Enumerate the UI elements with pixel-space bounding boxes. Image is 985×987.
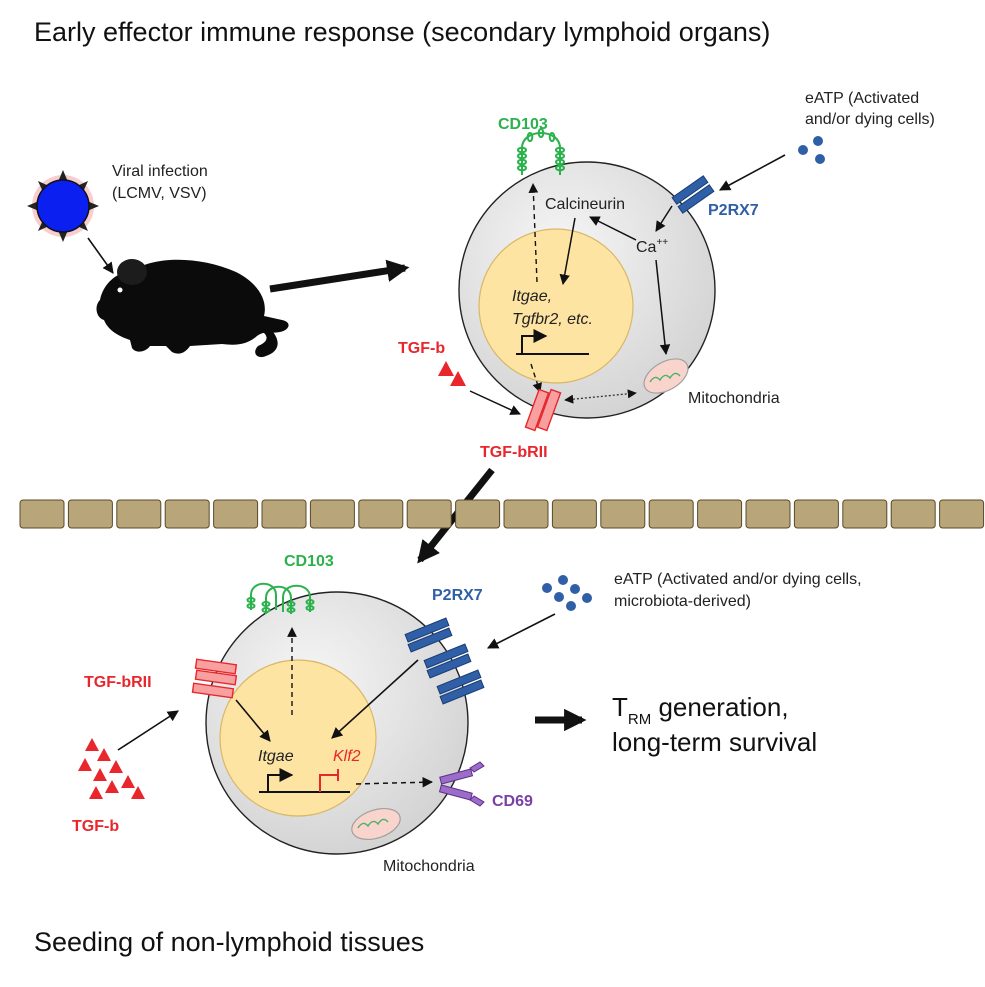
tissue-barrier xyxy=(19,499,985,529)
tissue-cell-block xyxy=(745,499,791,529)
tgfb-to-receptor-arrow-bottom xyxy=(117,710,179,751)
cd69-receptor xyxy=(438,761,485,807)
klf2-label-bottom: Klf2 xyxy=(333,748,361,765)
mitochondria-label-top: Mitochondria xyxy=(688,390,780,407)
tissue-cell-block xyxy=(793,499,839,529)
p2rx7-receptor-top xyxy=(671,175,715,214)
tissue-cell-block xyxy=(939,499,985,529)
calcineurin-to-genes-arrow xyxy=(559,217,576,286)
tgfb-label-top: TGF-b xyxy=(398,340,445,357)
atp-molecules-bottom xyxy=(542,575,592,611)
tissue-cell-block xyxy=(213,499,259,529)
cd103-label-top: CD103 xyxy=(498,116,548,133)
ca-to-calcineurin-arrow xyxy=(589,216,637,241)
gene-to-cd103-dashed-top xyxy=(528,183,539,283)
atp-molecules-top xyxy=(798,136,825,164)
mitochondria-label-bottom: Mitochondria xyxy=(383,858,475,875)
mitochondria-icon-bottom xyxy=(351,808,401,840)
eatp-label-bottom-2: microbiota-derived) xyxy=(614,593,751,610)
tissue-cell-block xyxy=(116,499,162,529)
p2rx7-to-ca-arrow xyxy=(655,205,673,232)
tissue-cell-block xyxy=(551,499,597,529)
virus-to-mouse-arrow xyxy=(87,237,114,274)
virus-icon xyxy=(27,170,99,242)
tissue-cell-block xyxy=(67,499,113,529)
ca-to-mitochondria-arrow xyxy=(655,259,671,356)
p2rx7-label-top: P2RX7 xyxy=(708,202,759,219)
eatp-label-top-2: and/or dying cells) xyxy=(805,111,935,128)
p2rx7-receptors-bottom xyxy=(404,617,485,705)
cd69-label: CD69 xyxy=(492,793,533,810)
klf2-to-cd69-dashed xyxy=(355,777,434,788)
tissue-cell-block xyxy=(261,499,307,529)
tissue-cell-block xyxy=(164,499,210,529)
title-bottom: Seeding of non-lymphoid tissues xyxy=(34,927,424,957)
cd103-receptor-cluster-bottom xyxy=(246,582,315,614)
calcineurin-label: Calcineurin xyxy=(545,196,625,213)
tgfb-label-bottom: TGF-b xyxy=(72,818,119,835)
tgfb-molecules-top xyxy=(438,361,466,386)
tgfbrii-label-bottom: TGF-bRII xyxy=(84,674,152,691)
tgfb-molecules-bottom xyxy=(78,738,145,799)
eatp-to-p2rx7-arrow-top xyxy=(719,154,786,191)
tgfb-to-receptor-arrow-top xyxy=(469,390,521,415)
eatp-label-bottom-1: eATP (Activated and/or dying cells, xyxy=(614,571,862,588)
outcome-line-1: TRM generation, xyxy=(612,692,789,728)
tissue-cell-block xyxy=(455,499,501,529)
tissue-cell-block xyxy=(503,499,549,529)
gene-promoter-top xyxy=(516,329,589,355)
tissue-cell-block xyxy=(842,499,888,529)
eatp-label-top-1: eATP (Activated xyxy=(805,90,919,107)
mouse-icon xyxy=(96,259,289,358)
genes-label-top-1: Itgae, xyxy=(512,288,552,305)
tissue-cell-block xyxy=(648,499,694,529)
outcome-line-2: long-term survival xyxy=(612,727,817,757)
nucleus-top xyxy=(478,228,634,384)
tgfbrii-receptor-bottom xyxy=(191,658,238,699)
infection-label-2: (LCMV, VSV) xyxy=(112,185,207,202)
tissue-cell-block xyxy=(697,499,743,529)
p2rx7-to-genes-arrow-bottom xyxy=(331,659,419,739)
tissue-cell-block xyxy=(600,499,646,529)
tissue-cell-block xyxy=(406,499,452,529)
tissue-cell-block xyxy=(309,499,355,529)
ca-label: Ca++ xyxy=(636,237,668,256)
tgfbrii-to-genes-arrow-bottom xyxy=(235,699,271,742)
gene-to-tgfbrii-dashed-top xyxy=(530,363,542,393)
mitochondria-icon-top xyxy=(643,358,689,394)
gene-promoters-bottom xyxy=(259,768,350,793)
eatp-to-p2rx7-arrow-bottom xyxy=(487,613,556,649)
itgae-label-bottom: Itgae xyxy=(258,748,294,765)
cd103-label-bottom: CD103 xyxy=(284,553,334,570)
infection-label-1: Viral infection xyxy=(112,163,208,180)
p2rx7-label-bottom: P2RX7 xyxy=(432,587,483,604)
title-top: Early effector immune response (secondar… xyxy=(34,17,770,47)
mouse-to-cell-arrow xyxy=(269,259,410,293)
tissue-cell-block xyxy=(19,499,65,529)
tgfbrii-receptor-top xyxy=(524,388,562,432)
genes-label-top-2: Tgfbr2, etc. xyxy=(512,311,593,328)
cd103-receptor-top xyxy=(517,128,565,175)
tissue-cell-block xyxy=(358,499,404,529)
tgfbrii-label-top: TGF-bRII xyxy=(480,444,548,461)
tissue-cell-block xyxy=(890,499,936,529)
